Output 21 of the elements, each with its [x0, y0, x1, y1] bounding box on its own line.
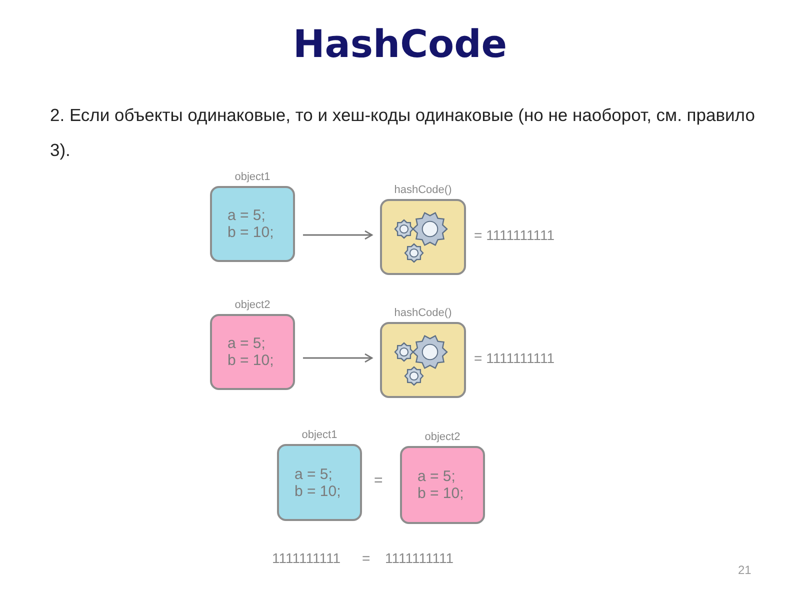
field-values: a = 5; b = 10; — [228, 207, 275, 241]
object-label: object2 — [424, 430, 460, 444]
hash-value: = 1111111111 — [474, 227, 555, 243]
equals-sign: = — [362, 550, 370, 566]
title: HashCode — [292, 22, 508, 66]
description-text: 2. Если объекты одинаковые, то и хеш-коды одинаковые (но не наоборот, см. правило 3). — [50, 104, 756, 162]
field-values: a = 5; b = 10; — [228, 335, 275, 369]
hash-value: = 1111111111 — [474, 350, 555, 366]
arrow — [303, 230, 373, 240]
field-values: a = 5; b = 10; — [418, 468, 465, 502]
arrow — [303, 353, 373, 363]
object-label: object2 — [234, 298, 270, 312]
equals-sign: = — [374, 472, 383, 489]
object-label: object1 — [302, 428, 338, 442]
field-values: a = 5; b = 10; — [294, 466, 342, 500]
page-number: 21 — [738, 563, 752, 577]
hash-value: 1111111111 — [385, 550, 454, 566]
object-label: hashCode() — [394, 306, 452, 320]
hash-value: 1111111111 — [272, 550, 341, 566]
object-label: hashCode() — [394, 183, 452, 197]
object-label: object1 — [234, 170, 270, 184]
